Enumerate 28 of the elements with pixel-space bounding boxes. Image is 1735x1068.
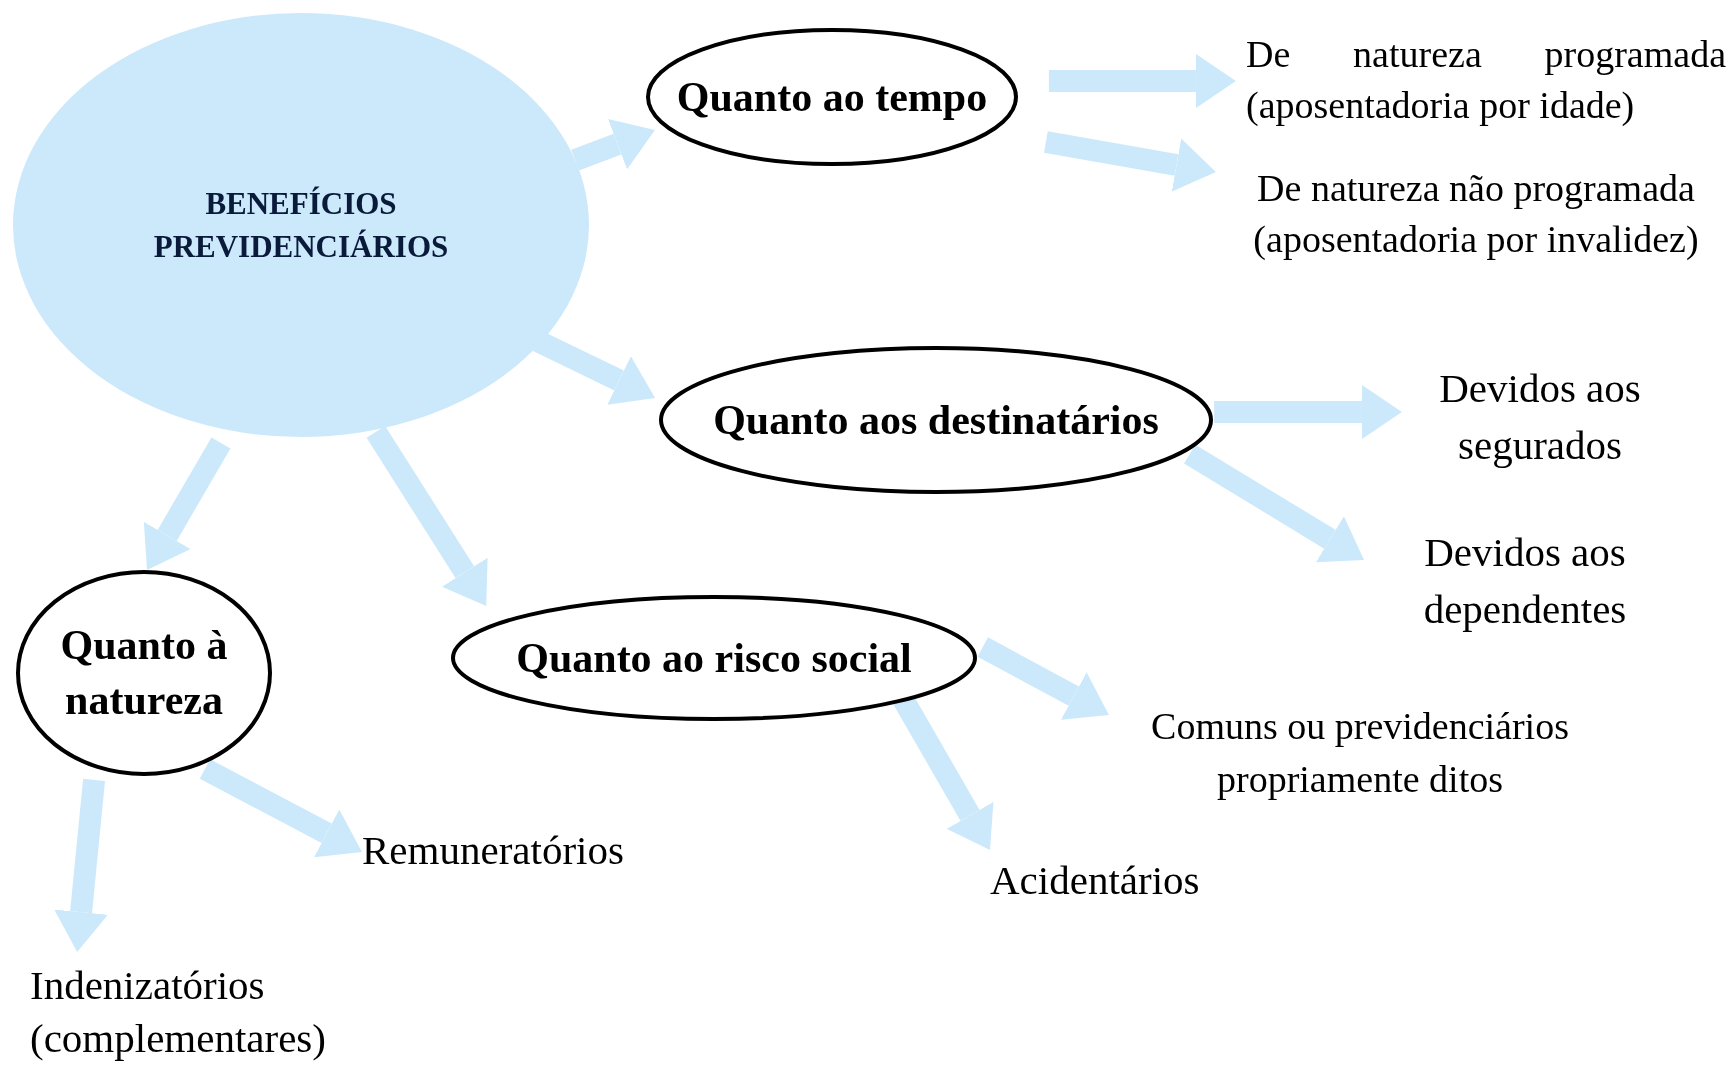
arrow: [54, 778, 108, 952]
category-label: De natureza não programada (aposentadoria por invalidez): [1252, 165, 1700, 262]
category-label: Devidos aos dependentes: [1422, 527, 1628, 634]
arrow: [1214, 385, 1402, 439]
category-label: De natureza programada (aposentadoria por idade): [1246, 31, 1726, 128]
category-ellipse: [451, 595, 977, 721]
arrow: [1048, 54, 1236, 109]
ellipse-label: BENEFÍCIOS PREVIDENCIÁRIOS: [152, 184, 450, 266]
ellipse-label: Quanto à natureza: [59, 621, 229, 725]
category-ellipse: [13, 13, 589, 437]
arrow: [571, 118, 655, 171]
arrow: [977, 637, 1109, 720]
arrow: [366, 426, 488, 606]
ellipse-label: Quanto ao risco social: [516, 633, 912, 683]
category-label: Comuns ou previdenciários propriamente ditos: [1150, 703, 1570, 802]
arrow: [143, 437, 231, 570]
ellipse-label: Quanto ao tempo: [676, 72, 988, 122]
category-ellipse: [16, 570, 272, 776]
arrow: [199, 759, 362, 858]
arrow: [1044, 131, 1216, 192]
arrow: [1184, 444, 1365, 563]
category-label: Indenizatórios (complementares): [30, 960, 327, 1063]
category-label: Acidentários: [990, 856, 1201, 906]
category-label: Devidos aos segurados: [1438, 363, 1642, 470]
category-label: Remuneratórios: [362, 826, 625, 876]
category-ellipse: [659, 346, 1213, 494]
ellipse-label: Quanto aos destinatários: [713, 395, 1159, 445]
category-ellipse: [646, 28, 1018, 166]
